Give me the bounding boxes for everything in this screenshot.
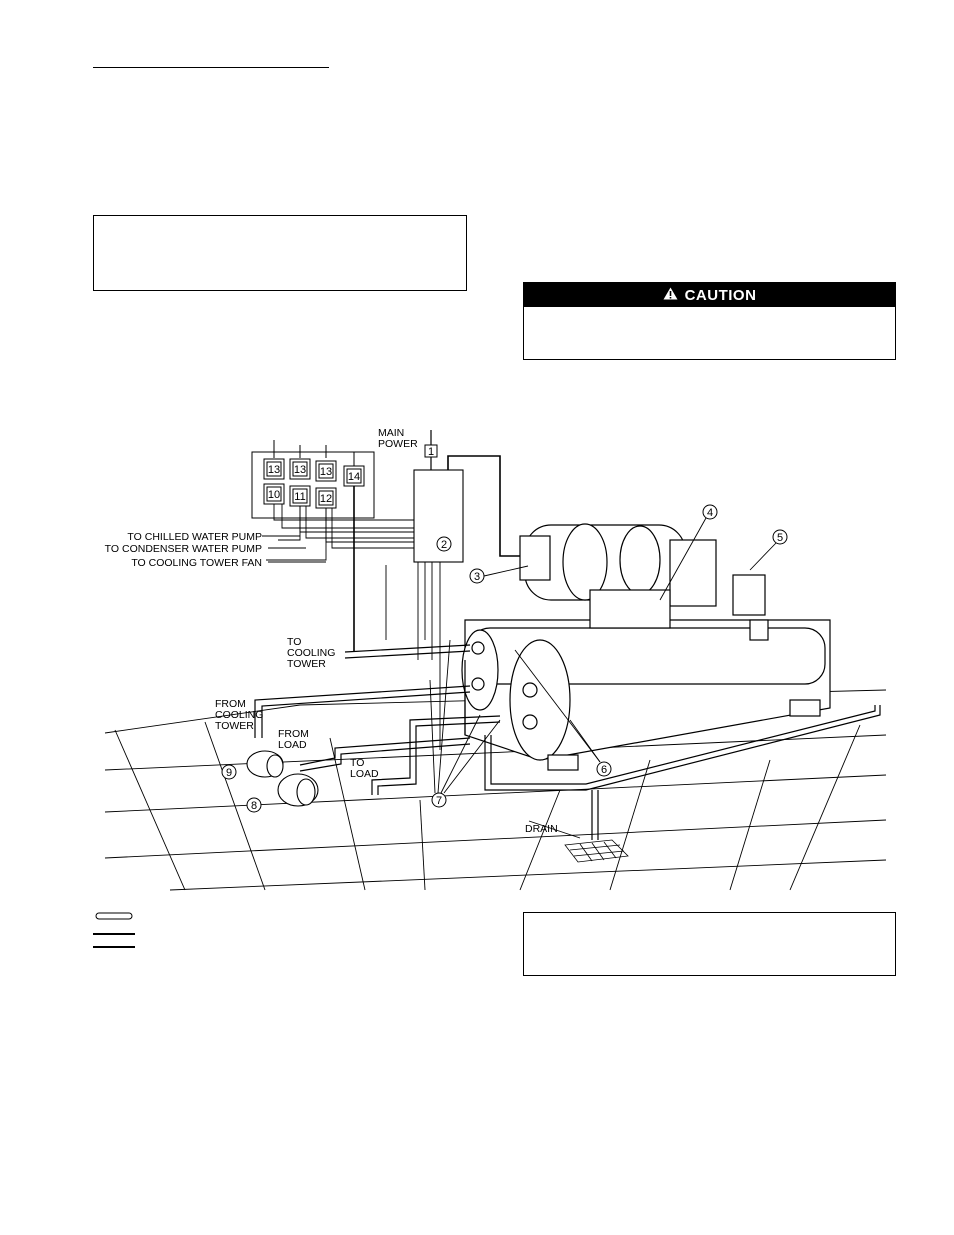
callout-7: 7 xyxy=(436,795,442,807)
callout-2: 2 xyxy=(441,539,447,551)
caution-header: CAUTION xyxy=(524,283,895,307)
header-rule xyxy=(93,67,329,68)
callout-3: 3 xyxy=(474,571,480,583)
control-wiring xyxy=(262,486,415,652)
legend xyxy=(93,912,135,948)
callout-9: 9 xyxy=(226,767,232,779)
caution-title: CAUTION xyxy=(684,286,757,304)
starter-box-label: 13 xyxy=(294,464,306,476)
leader-lines xyxy=(429,517,777,839)
starter-box-label: 13 xyxy=(268,464,280,476)
starter-box-label: 11 xyxy=(294,491,305,503)
callout-1: 1 xyxy=(428,446,434,458)
starter-box-label: 14 xyxy=(348,471,360,483)
starter-box-label: 10 xyxy=(268,489,280,501)
label-drain: DRAIN xyxy=(525,823,558,835)
caution-box: CAUTION xyxy=(523,282,896,360)
callout-8: 8 xyxy=(251,800,257,812)
chilled-water-pump xyxy=(246,750,284,778)
condenser-water-pump xyxy=(277,773,319,807)
chiller-unit xyxy=(461,523,831,771)
callout-circles xyxy=(221,504,788,813)
control-cabinet xyxy=(413,469,464,563)
piping xyxy=(254,644,881,840)
legend-piping-symbol xyxy=(95,912,133,920)
callout-4: 4 xyxy=(707,507,713,519)
starter-box-label: 13 xyxy=(320,466,332,478)
note-box xyxy=(93,215,467,291)
callout-5: 5 xyxy=(777,532,783,544)
drain-grate xyxy=(564,839,629,863)
starter-box-label: 12 xyxy=(320,493,332,505)
label-to-condenser-water-pump: TO CONDENSER WATER PUMP xyxy=(105,543,262,555)
callout-circle-2 xyxy=(436,536,452,552)
label-to-chilled-water-pump: TO CHILLED WATER PUMP xyxy=(127,531,262,543)
callout-6: 6 xyxy=(601,764,607,776)
main-power-disconnect xyxy=(385,430,540,750)
bottom-note-box xyxy=(523,912,896,976)
label-to-cooling-tower-fan: TO COOLING TOWER FAN xyxy=(131,557,262,569)
warning-triangle-icon xyxy=(663,287,678,304)
